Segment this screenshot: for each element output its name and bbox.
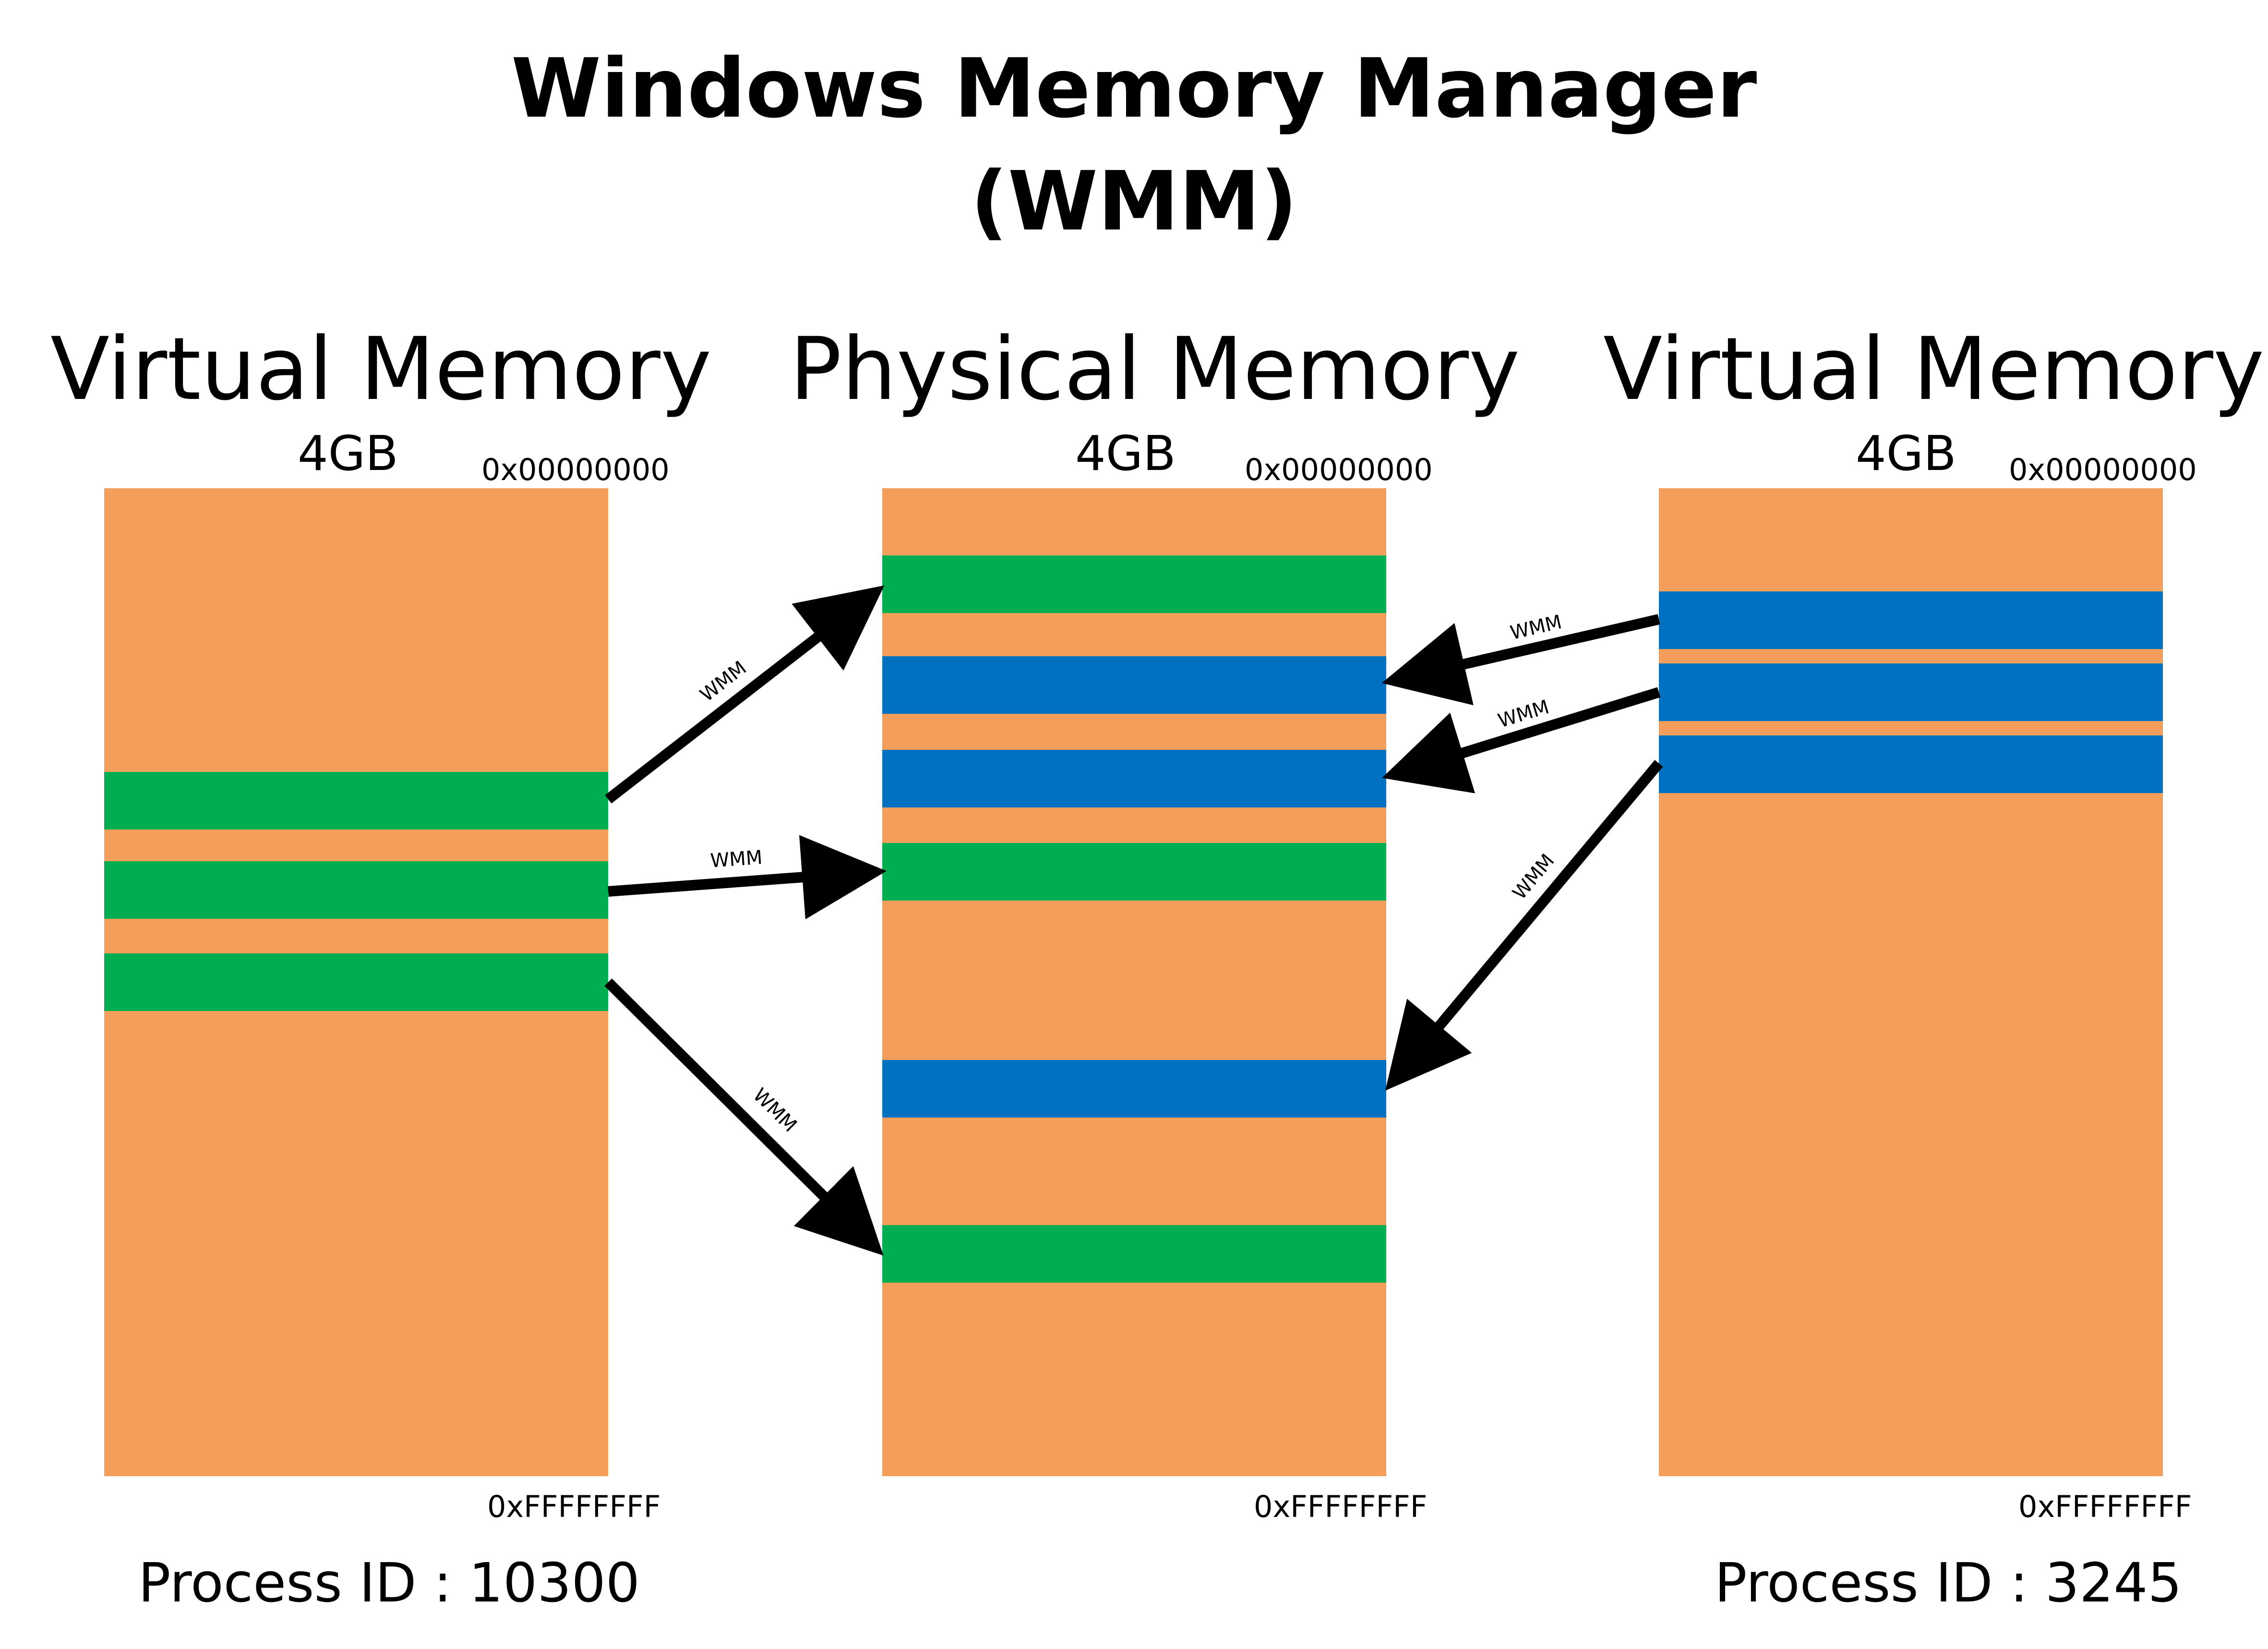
left-size-label: 4GB [298, 425, 398, 481]
diagram-title-line1: Windows Memory Manager [511, 41, 1757, 136]
middle-column-heading: Physical Memory [790, 319, 1520, 420]
arrow-left-page3-to-physical [604, 978, 884, 1256]
arrow-right-page2-to-physical [1381, 687, 1661, 794]
left-start-address: 0x00000000 [481, 452, 670, 487]
physical-page-blue-3 [882, 1060, 1386, 1118]
physical-page-green-2 [882, 843, 1386, 901]
left-virtual-memory-block [104, 488, 608, 1476]
right-process-id: Process ID : 3245 [1715, 1552, 2182, 1614]
arrow-left-page1-to-physical [605, 585, 885, 804]
left-column-heading: Virtual Memory [50, 319, 712, 420]
middle-end-address: 0xFFFFFFFF [1254, 1489, 1428, 1524]
middle-start-address: 0x00000000 [1245, 452, 1433, 487]
right-end-address: 0xFFFFFFFF [2018, 1489, 2192, 1524]
arrow-right-page3-to-physical [1385, 759, 1663, 1091]
right-column-heading: Virtual Memory [1603, 319, 2265, 420]
right-mapped-page-2 [1659, 663, 2163, 721]
arrow-label-2: WMM [709, 846, 763, 872]
physical-page-green-1 [882, 555, 1386, 613]
middle-size-label: 4GB [1075, 425, 1176, 481]
arrow-left-page2-to-physical [608, 835, 887, 920]
left-end-address: 0xFFFFFFFF [487, 1489, 661, 1524]
right-virtual-memory-block [1659, 488, 2163, 1476]
right-mapped-page-3 [1659, 735, 2163, 793]
right-size-label: 4GB [1856, 425, 1956, 481]
diagram-title-line2: (WMM) [970, 154, 1298, 249]
physical-memory-block [882, 488, 1386, 1476]
physical-page-blue-1 [882, 656, 1386, 714]
arrow-right-page1-to-physical [1381, 614, 1660, 706]
left-mapped-page-1 [104, 772, 608, 830]
right-start-address: 0x00000000 [2009, 452, 2197, 487]
left-process-id: Process ID : 10300 [138, 1552, 640, 1614]
physical-page-green-3 [882, 1225, 1386, 1283]
left-mapped-page-3 [104, 953, 608, 1011]
right-mapped-page-1 [1659, 591, 2163, 649]
left-mapped-page-2 [104, 861, 608, 919]
physical-page-blue-2 [882, 750, 1386, 807]
